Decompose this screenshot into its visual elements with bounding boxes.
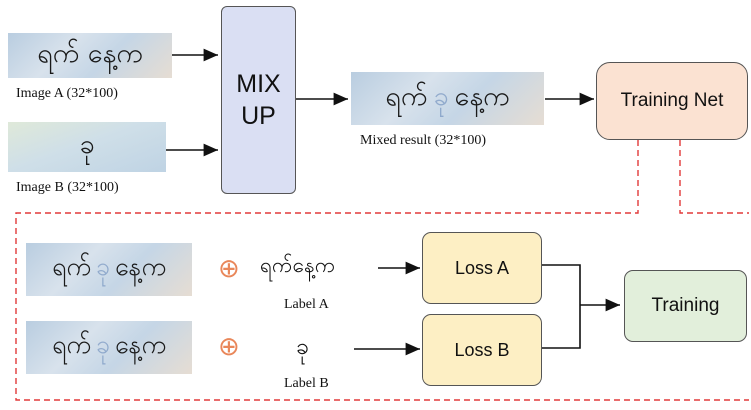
row-a-image-main: ရက် xyxy=(52,252,91,281)
mixed-text-tail: နေ့က xyxy=(454,80,510,112)
loss-a-label: Loss A xyxy=(454,257,510,278)
loss-b-box: Loss B xyxy=(422,314,542,386)
image-a: ရက် နေ့က xyxy=(8,33,172,78)
label-b-text: ခု xyxy=(296,334,309,360)
row-a-plus-icon: ⊕ xyxy=(218,254,240,284)
training-label: Training xyxy=(651,295,720,316)
row-a-image-tail: နေ့က xyxy=(114,252,166,281)
mixup-box: MIX UP xyxy=(221,6,296,194)
label-a-caption: Label A xyxy=(284,297,329,312)
training-net-box: Training Net xyxy=(596,62,748,140)
loss-b-label: Loss B xyxy=(454,339,510,360)
label-a-text: ရက်နေ့က xyxy=(260,253,336,277)
row-a-image: ရက် ခု နေ့က xyxy=(26,243,192,296)
image-b: ခု xyxy=(8,122,166,172)
image-a-text: ရက် နေ့က xyxy=(37,37,143,69)
dashed-frame xyxy=(15,140,749,401)
mixed-image: ရက် ခု နေ့က xyxy=(351,72,544,125)
mixed-text-faint: ခု xyxy=(433,80,449,112)
row-b-image: ရက် ခု နေ့က xyxy=(26,321,192,374)
row-a-image-faint: ခု xyxy=(95,252,110,281)
merge-loss-a xyxy=(541,264,581,305)
image-b-text: ခု xyxy=(79,129,95,160)
mixup-label-line2: UP xyxy=(241,102,276,130)
image-b-caption: Image B (32*100) xyxy=(16,180,119,195)
row-b-image-main: ရက် xyxy=(52,330,91,359)
training-box: Training xyxy=(624,270,747,342)
mixed-caption: Mixed result (32*100) xyxy=(360,133,486,148)
row-b-plus-icon: ⊕ xyxy=(218,332,240,362)
mixup-label-line1: MIX xyxy=(236,70,281,98)
row-b-image-tail: နေ့က xyxy=(114,330,166,359)
row-b-image-faint: ခု xyxy=(95,330,110,359)
image-a-caption: Image A (32*100) xyxy=(16,86,118,101)
mixed-text-main: ရက် xyxy=(385,80,428,112)
merge-loss-b xyxy=(541,305,581,349)
loss-a-box: Loss A xyxy=(422,232,542,304)
label-b-caption: Label B xyxy=(284,376,329,391)
training-net-label: Training Net xyxy=(620,90,724,111)
